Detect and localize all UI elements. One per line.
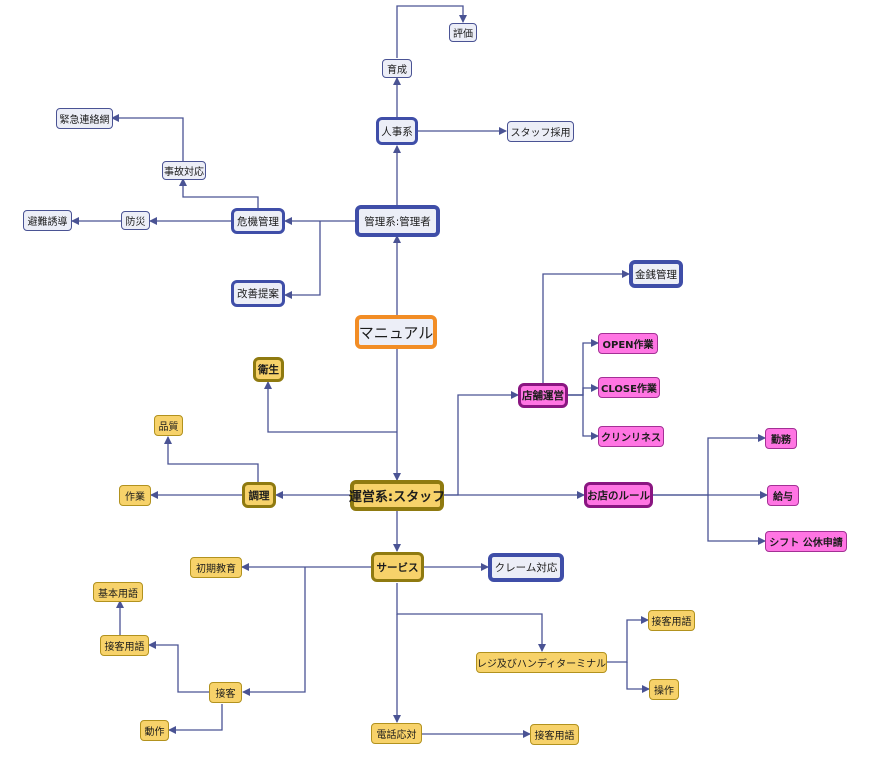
node-kanri: 管理系:管理者	[355, 205, 440, 237]
node-kinsen: 金銭管理	[629, 260, 683, 288]
edge-chori-hinshitsu	[164, 436, 259, 483]
node-sagyo: 作業	[119, 485, 151, 506]
node-tenpo: 店舗運営	[518, 383, 568, 408]
edge-service-sekkyaku	[242, 567, 306, 696]
node-unei: 運営系:スタッフ	[349, 480, 445, 511]
node-kinkyu: 緊急連絡網	[56, 108, 113, 129]
edge-tenpo-close	[568, 384, 599, 396]
edge-rule-shift	[707, 495, 766, 545]
node-close: CLOSE作業	[598, 377, 660, 398]
edge-register-sousa	[626, 662, 650, 693]
node-yogo2: 接客用語	[648, 610, 695, 631]
node-rule: お店のルール	[584, 482, 653, 508]
edge-rule-kinmu	[653, 434, 766, 496]
edge-jiko-kinkyu	[111, 114, 184, 161]
node-kinmu: 勤務	[765, 428, 797, 449]
node-shoki: 初期教育	[190, 557, 242, 578]
edge-tenpo-cleanliness	[568, 394, 599, 440]
node-hinshitsu: 品質	[154, 415, 183, 436]
edge-sekkyaku-yogo1	[148, 641, 209, 693]
node-chori: 調理	[242, 482, 276, 508]
edge-unei-eisei	[264, 381, 397, 433]
node-hinan: 避難誘導	[23, 210, 72, 231]
node-sekkyaku: 接客	[209, 682, 242, 703]
node-jinji: 人事系	[376, 117, 418, 145]
edge-kiki-jiko	[179, 178, 259, 209]
edge-register-yogo2	[607, 616, 649, 663]
node-kaizen: 改善提案	[231, 280, 285, 307]
edge-tenpo-kinsen	[542, 270, 630, 383]
node-yogo3: 接客用語	[530, 724, 579, 745]
node-staff-saiyo: スタッフ採用	[507, 121, 574, 142]
node-kihon: 基本用語	[93, 582, 143, 602]
node-jiko: 事故対応	[162, 161, 206, 180]
edge-service-register	[396, 583, 546, 652]
node-shift: シフト 公休申請	[765, 531, 847, 552]
node-kyuyo: 給与	[767, 485, 799, 506]
edge-unei-tenpo	[443, 391, 519, 496]
node-register: レジ及びハンディターミナル	[476, 652, 607, 673]
node-ikusei: 育成	[382, 59, 412, 78]
node-eisei: 衛生	[253, 357, 284, 382]
node-dosa: 動作	[140, 720, 169, 741]
edge-ikusei-hyoka	[396, 5, 467, 58]
node-hyoka: 評価	[449, 23, 477, 42]
node-denwa: 電話応対	[371, 723, 422, 744]
node-sousa: 操作	[649, 679, 679, 700]
node-service: サービス	[371, 552, 424, 582]
node-yogo1: 接客用語	[100, 635, 149, 656]
edge-tenpo-open	[568, 339, 599, 396]
node-open: OPEN作業	[598, 333, 658, 354]
node-kiki: 危機管理	[231, 208, 285, 234]
node-claim: クレーム対応	[488, 553, 564, 582]
edge-sekkyaku-dosa	[168, 704, 223, 734]
edge-kanri-kaizen	[284, 221, 321, 299]
node-manual: マニュアル	[355, 315, 437, 349]
node-cleanliness: クリンリネス	[598, 426, 664, 447]
node-bosai: 防災	[121, 211, 150, 230]
